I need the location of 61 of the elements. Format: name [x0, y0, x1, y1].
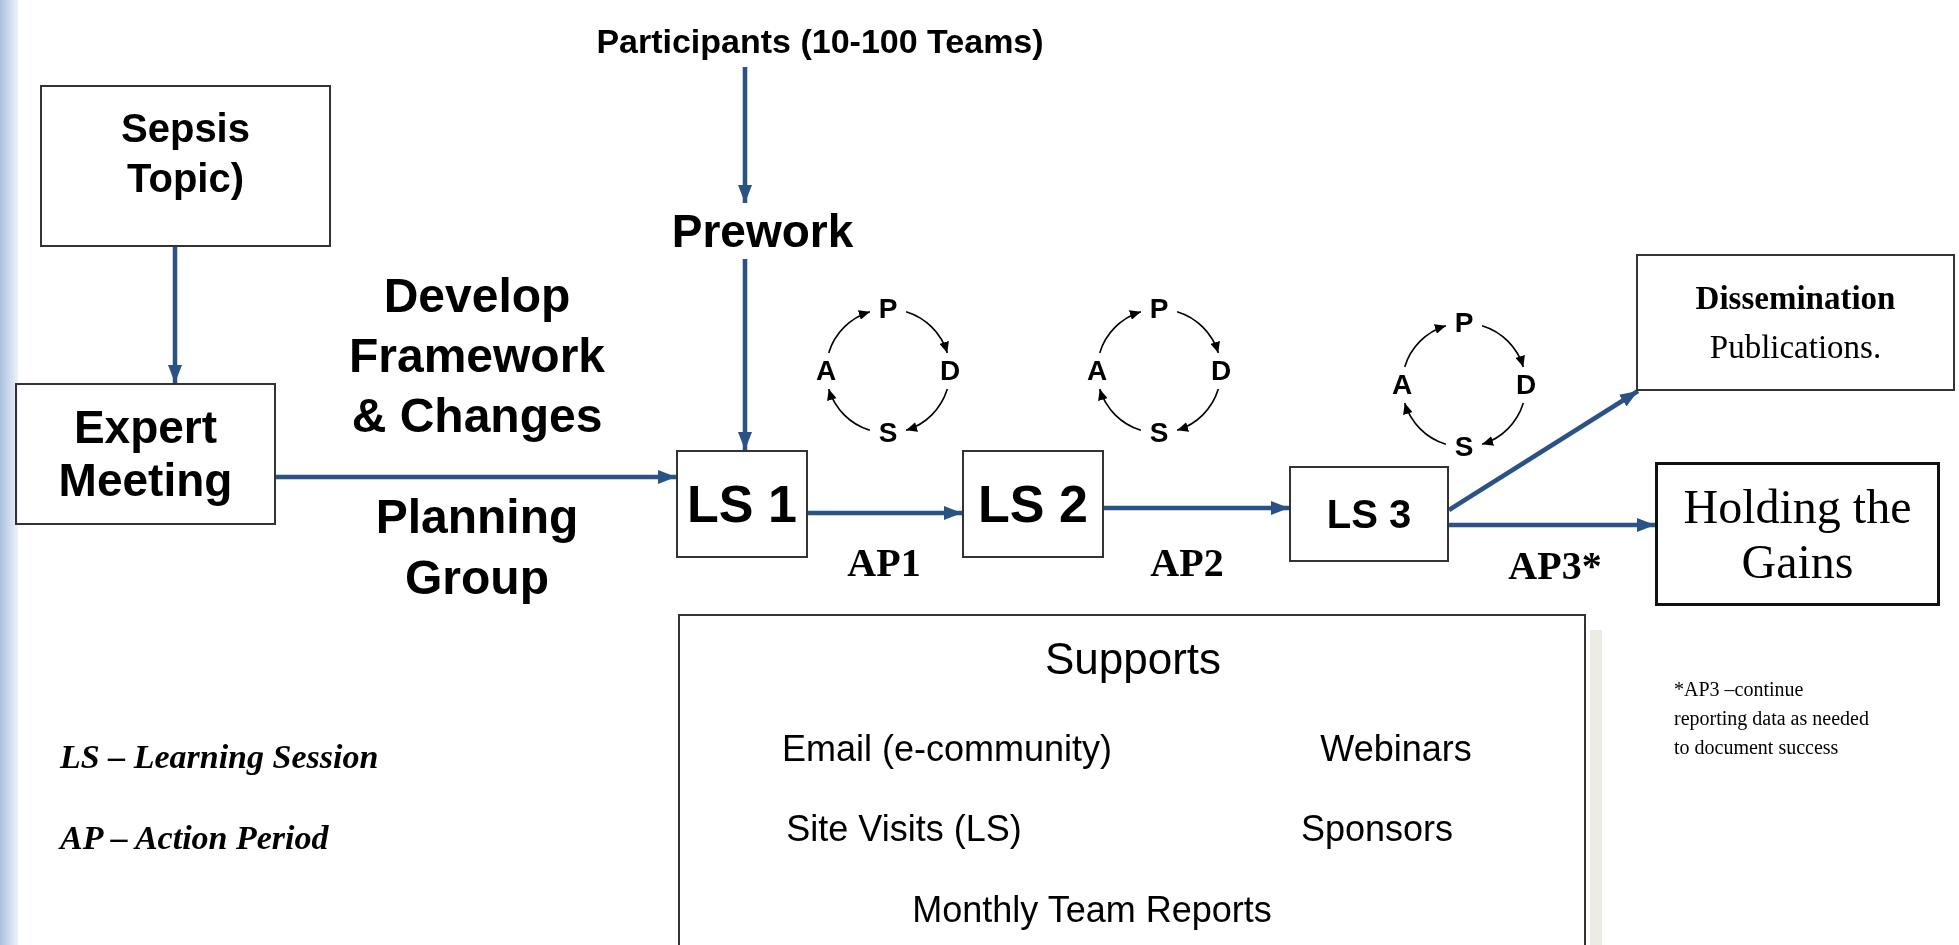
step-text: Prework	[640, 203, 885, 259]
node-text: Monthly Team Reports	[912, 889, 1272, 931]
heading-text: Dissemination	[1695, 279, 1896, 317]
cycle-letter: S	[1145, 417, 1173, 449]
arrow	[1104, 501, 1289, 515]
step-label: Develop Framework & Changes	[347, 268, 607, 444]
cycle-arrow	[827, 310, 871, 354]
cycle-arrow	[1176, 388, 1220, 432]
arrow	[1447, 389, 1640, 512]
cycle-letter: P	[874, 293, 902, 325]
cycle-arrow	[1481, 402, 1525, 446]
cycle-letter: P	[1145, 293, 1173, 325]
arrow	[276, 470, 676, 484]
session-box	[676, 450, 808, 558]
process-box	[15, 383, 276, 525]
cycle-letter: A	[1388, 369, 1416, 401]
cycle-letter: D	[936, 355, 964, 387]
node-text: LS 3	[1326, 491, 1412, 537]
arrow	[738, 67, 752, 203]
key-text: LS – Learning Session	[60, 738, 379, 776]
node-text: Publications.	[1709, 328, 1882, 366]
outcome-box	[1636, 254, 1955, 391]
footnote-text: *AP3 –continue reporting data as needed to document success	[1674, 677, 1870, 760]
step-label: Planning Group	[374, 489, 580, 606]
arrow	[808, 506, 962, 520]
cycle-arrow	[1403, 402, 1447, 446]
cycle-arrow	[1098, 310, 1142, 354]
cycle-letter: D	[1512, 369, 1540, 401]
arrow	[1449, 518, 1655, 532]
cycle-arrow	[905, 310, 949, 354]
cycle-letter: S	[1450, 431, 1478, 463]
arrow	[738, 259, 752, 450]
session-box	[1289, 466, 1449, 562]
node-text: Webinars	[1320, 728, 1472, 770]
cycle-letter: P	[1450, 307, 1478, 339]
cycle-letter: A	[812, 355, 840, 387]
heading-text: Supports	[1044, 634, 1222, 684]
node-text: Email (e-community)	[782, 728, 1112, 770]
cycle-arrow	[905, 388, 949, 432]
node-text: Expert Meeting	[57, 401, 234, 507]
node-text: LS 1	[687, 474, 797, 534]
cycle-arrow	[1176, 310, 1220, 354]
cycle-arrow	[1403, 324, 1447, 368]
cycle-arrow	[1481, 324, 1525, 368]
key-text: AP – Action Period	[60, 819, 329, 857]
node-text: Holding the Gains	[1682, 478, 1913, 590]
node-text: Site Visits (LS)	[786, 808, 1022, 850]
title-text: Participants (10-100 Teams)	[470, 15, 1170, 67]
node-text: Sponsors	[1300, 808, 1454, 850]
arrow	[168, 247, 182, 383]
cycle-letter: D	[1207, 355, 1235, 387]
cycle-arrow	[827, 388, 871, 432]
node-text: Sepsis Topic)	[120, 105, 251, 202]
outcome-box	[1655, 462, 1940, 606]
cycle-arrow	[1098, 388, 1142, 432]
supports-box	[678, 614, 1586, 945]
cycle-letter: A	[1083, 355, 1111, 387]
cycle-letter: S	[874, 417, 902, 449]
topic-box	[40, 85, 331, 247]
session-box	[962, 450, 1104, 558]
node-text: LS 2	[978, 474, 1088, 534]
